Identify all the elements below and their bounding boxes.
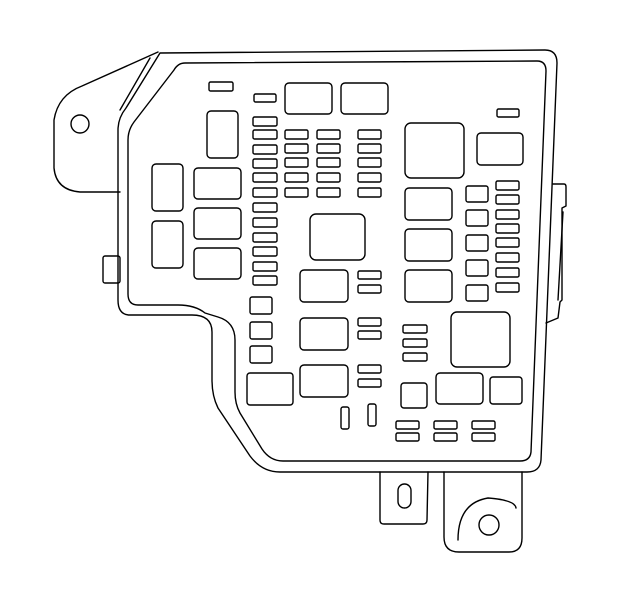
blade-fuse-slot [253,218,277,227]
relay-slot [152,221,183,268]
blade-fuse-slot [496,238,519,247]
blade-fuse-slot [253,117,277,126]
blade-fuse-slot [496,195,519,204]
blade-fuse-slot [403,339,427,347]
relay-slot [285,83,332,114]
blade-fuse-slot [496,181,519,190]
blade-fuse-slot [317,158,340,167]
right-side-connector-tab [546,184,566,323]
left-side-tab [103,256,120,283]
vertical-fuse-slot [341,407,349,429]
blade-fuse-slot [403,353,427,361]
blade-fuse-slot [358,188,381,197]
blade-fuse-slot [253,247,277,256]
small-fuse-slot [466,260,488,276]
relay-slot [341,83,388,114]
blade-fuse-slot [285,188,308,197]
blade-fuse-slot [285,130,308,139]
relay-slot [207,111,238,158]
blade-fuse-slot [496,268,519,277]
blade-fuse-slot [403,325,427,333]
relay-slot [310,214,365,260]
relay-slot [477,133,523,165]
vertical-fuse-slot [368,404,376,426]
relay-slot [247,373,293,405]
blade-fuse-slot [285,144,308,153]
blade-fuse-slot [253,276,277,285]
relay-slot [194,208,241,239]
bottom-mounting-tabs [380,472,522,552]
small-fuse-slot [250,297,272,314]
blade-fuse-slot [253,188,277,197]
blade-fuse-slot [285,173,308,182]
relay-slot [300,365,348,397]
blade-fuse-slot [496,224,519,233]
blade-fuse-slot [358,173,381,182]
inner-rim [128,61,546,461]
small-fuse-slot [466,235,488,251]
relay-slot [300,270,348,302]
blade-fuse-slot [285,158,308,167]
blade-fuse-slot [253,203,277,212]
relay-slot [152,164,183,211]
left-mounting-bracket [54,52,158,192]
relay-slot [194,168,241,199]
small-fuse-slot [466,186,488,202]
blade-fuse-slot [253,233,277,242]
relay-slot [436,373,483,404]
blade-fuse-slot [358,285,381,293]
blade-fuse-slot [358,271,381,279]
relay-slot [405,229,452,261]
small-fuse-slot [250,322,272,339]
blade-fuse-slot [317,144,340,153]
blade-fuse-slot [253,262,277,271]
small-fuse-slot [401,383,427,408]
bottom-mounting-hole [479,515,499,535]
bottom-slot-hole [398,484,411,508]
mini-fuse-slot [497,109,519,117]
blade-fuse-slot [358,158,381,167]
blade-fuse-slot [317,173,340,182]
small-fuse-slot [466,285,488,301]
blade-fuse-slot [434,433,457,441]
mini-fuse-slot [254,94,276,102]
left-mounting-hole [71,115,89,133]
blade-fuse-slot [358,379,381,387]
blade-fuse-slot [496,283,519,292]
blade-fuse-slot [396,421,419,429]
relay-slot [194,248,241,279]
relay-slot [405,188,452,220]
relay-slot [300,318,348,350]
blade-fuse-slot [253,130,277,139]
relay-slot [405,123,464,178]
blade-fuse-slot [358,318,381,326]
small-fuse-slot [490,377,522,404]
small-fuse-slot [250,346,272,363]
blade-fuse-slot [317,188,340,197]
blade-fuse-slot [253,159,277,168]
blade-fuse-slot [358,130,381,139]
fuse-and-relay-slots [152,82,523,441]
blade-fuse-slot [496,253,519,262]
blade-fuse-slot [358,331,381,339]
blade-fuse-slot [472,433,495,441]
relay-slot [451,312,510,367]
blade-fuse-slot [317,130,340,139]
blade-fuse-slot [496,210,519,219]
blade-fuse-slot [434,421,457,429]
blade-fuse-slot [472,421,495,429]
blade-fuse-slot [396,433,419,441]
outer-housing [118,50,557,472]
mini-fuse-slot [209,82,233,91]
blade-fuse-slot [253,145,277,154]
relay-slot [405,270,452,302]
blade-fuse-slot [358,144,381,153]
small-fuse-slot [466,210,488,226]
blade-fuse-slot [253,173,277,182]
blade-fuse-slot [358,365,381,373]
